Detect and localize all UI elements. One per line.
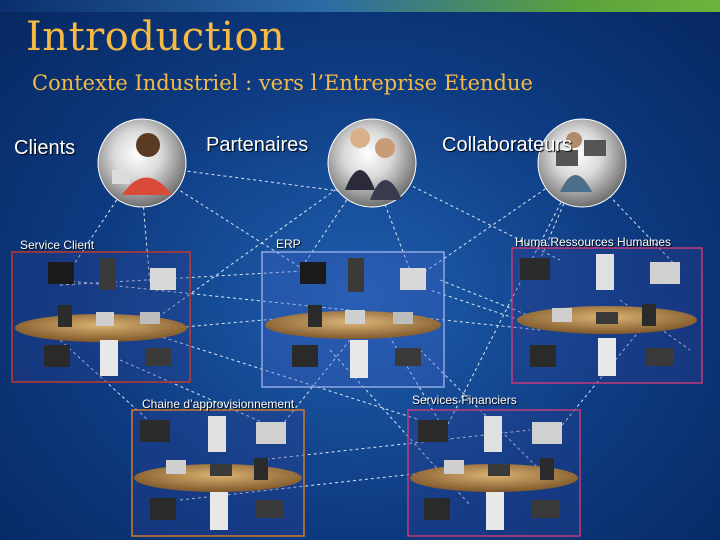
financiers-label: Services Financiers [412,393,517,407]
service-client-label: Service Client [20,238,95,252]
partenaires-label: Partenaires [206,134,309,156]
clients-label: Clients [14,137,76,159]
collaborateurs-orb [537,118,627,208]
page-title: Introduction [26,14,286,60]
chaine-group [131,409,305,537]
page-subtitle: Contexte Industriel : vers l’Entreprise … [32,71,533,95]
financiers-group [407,409,581,537]
erp-group [261,251,445,388]
rh-label: Huma.Ressources Humaines [515,235,672,249]
erp-label: ERP [276,237,301,251]
top-accent-bar [0,0,720,12]
chaine-label: Chaine d’approvisionnement [142,397,295,411]
service-client-group [11,251,191,383]
partenaires-orb [327,118,417,208]
collaborateurs-label: Collaborateurs [442,134,573,156]
rh-group [511,247,703,384]
clients-orb [97,118,187,208]
